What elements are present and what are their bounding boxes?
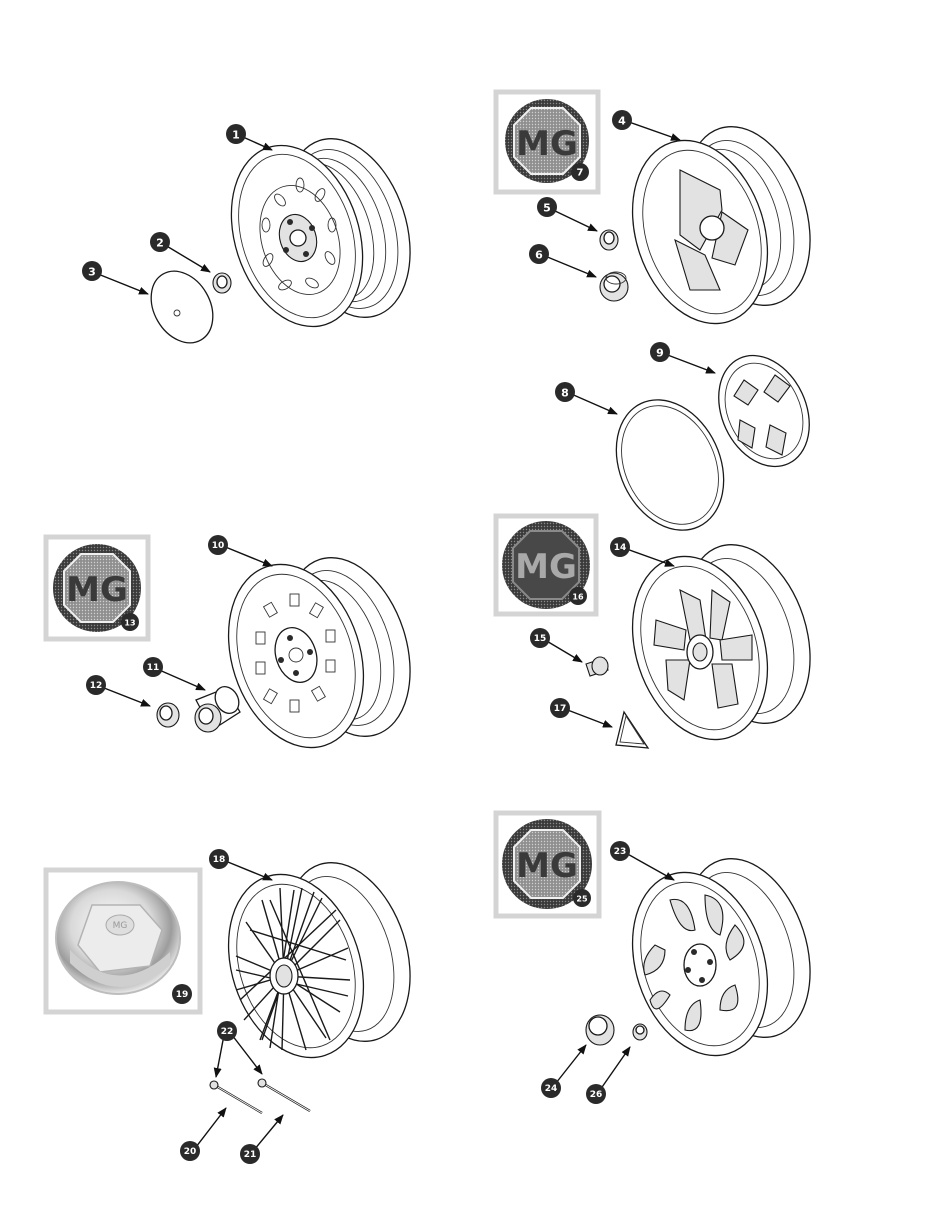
wheel-nut-12 [156, 702, 180, 728]
wheel-bolt-26 [632, 1023, 648, 1041]
callout-8: 8 [555, 382, 575, 402]
svg-text:4: 4 [618, 115, 626, 128]
svg-text:3: 3 [88, 266, 96, 279]
callout-3: 3 [82, 261, 102, 281]
spoke-21 [257, 1078, 311, 1112]
mg-logo-text: MG [515, 547, 577, 587]
mg-logo-text: MG [516, 846, 578, 886]
hub-cap-3 [150, 270, 214, 344]
callout-14: 14 [610, 537, 630, 557]
callout-21: 21 [240, 1144, 260, 1164]
wheel-nut-5 [599, 229, 619, 251]
trim-ring-8 [615, 399, 725, 531]
mg-badge-7: MG [493, 89, 601, 195]
steel-wheel-10 [227, 557, 411, 749]
callout-12: 12 [86, 675, 106, 695]
svg-text:10: 10 [212, 541, 225, 551]
svg-text:15: 15 [534, 634, 547, 644]
callout-24: 24 [541, 1078, 561, 1098]
wheel-bolt-15 [585, 656, 609, 677]
steel-wheel-1 [230, 138, 411, 328]
callout-1: 1 [226, 124, 246, 144]
callout-2: 2 [150, 232, 170, 252]
wheel-nut-6 [599, 271, 629, 302]
svg-text:25: 25 [576, 895, 588, 904]
callout-17: 17 [550, 698, 570, 718]
callout-19: 19 [172, 984, 192, 1004]
center-cap-9 [718, 354, 810, 468]
svg-text:16: 16 [572, 593, 584, 602]
callout-6: 6 [529, 244, 549, 264]
svg-text:7: 7 [577, 168, 584, 179]
callout-18: 18 [209, 849, 229, 869]
svg-text:5: 5 [543, 202, 551, 215]
callout-13: 13 [121, 613, 139, 631]
svg-text:20: 20 [184, 1147, 197, 1157]
callout-11: 11 [143, 657, 163, 677]
svg-text:18: 18 [213, 855, 226, 865]
callout-16: 16 [569, 587, 587, 605]
callout-25: 25 [573, 889, 591, 907]
alloy-wheel-14 [631, 544, 811, 741]
callout-4: 4 [612, 110, 632, 130]
clip-17 [615, 710, 650, 749]
svg-text:2: 2 [156, 237, 164, 250]
callout-9: 9 [650, 342, 670, 362]
callout-26: 26 [586, 1084, 606, 1104]
svg-text:17: 17 [554, 704, 567, 714]
svg-text:9: 9 [656, 347, 664, 360]
mg-badge-25: MG [493, 810, 602, 919]
svg-text:12: 12 [90, 681, 103, 691]
wheel-nut-11 [194, 686, 241, 733]
callout-5: 5 [537, 197, 557, 217]
svg-text:24: 24 [545, 1084, 558, 1094]
svg-text:6: 6 [535, 249, 543, 262]
wire-wheel-18 [227, 862, 411, 1059]
callout-20: 20 [180, 1141, 200, 1161]
svg-text:8: 8 [561, 387, 569, 400]
svg-text:1: 1 [232, 129, 240, 142]
svg-text:11: 11 [147, 663, 160, 673]
svg-text:13: 13 [124, 619, 135, 628]
rostyle-wheel-4 [631, 126, 811, 325]
chrome-spinner-19: MG [43, 867, 203, 1015]
svg-text:26: 26 [590, 1090, 603, 1100]
svg-text:23: 23 [614, 847, 627, 857]
mg-logo-text: MG [113, 921, 128, 931]
mg-logo-text: MG [66, 570, 128, 610]
wheel-nut-24 [585, 1014, 615, 1046]
callout-7: 7 [571, 163, 589, 181]
callout-15: 15 [530, 628, 550, 648]
svg-text:19: 19 [176, 990, 189, 1000]
callout-22: 22 [217, 1021, 237, 1041]
svg-text:14: 14 [614, 543, 627, 553]
callout-10: 10 [208, 535, 228, 555]
svg-text:22: 22 [221, 1027, 234, 1037]
svg-text:21: 21 [244, 1150, 257, 1160]
callout-23: 23 [610, 841, 630, 861]
mg-logo-text: MG [516, 124, 578, 164]
spoke-20 [209, 1080, 263, 1114]
wheel-nut-2 [212, 272, 232, 294]
mg-badge-13: MG [43, 534, 151, 642]
leader-arrows [97, 121, 716, 1151]
